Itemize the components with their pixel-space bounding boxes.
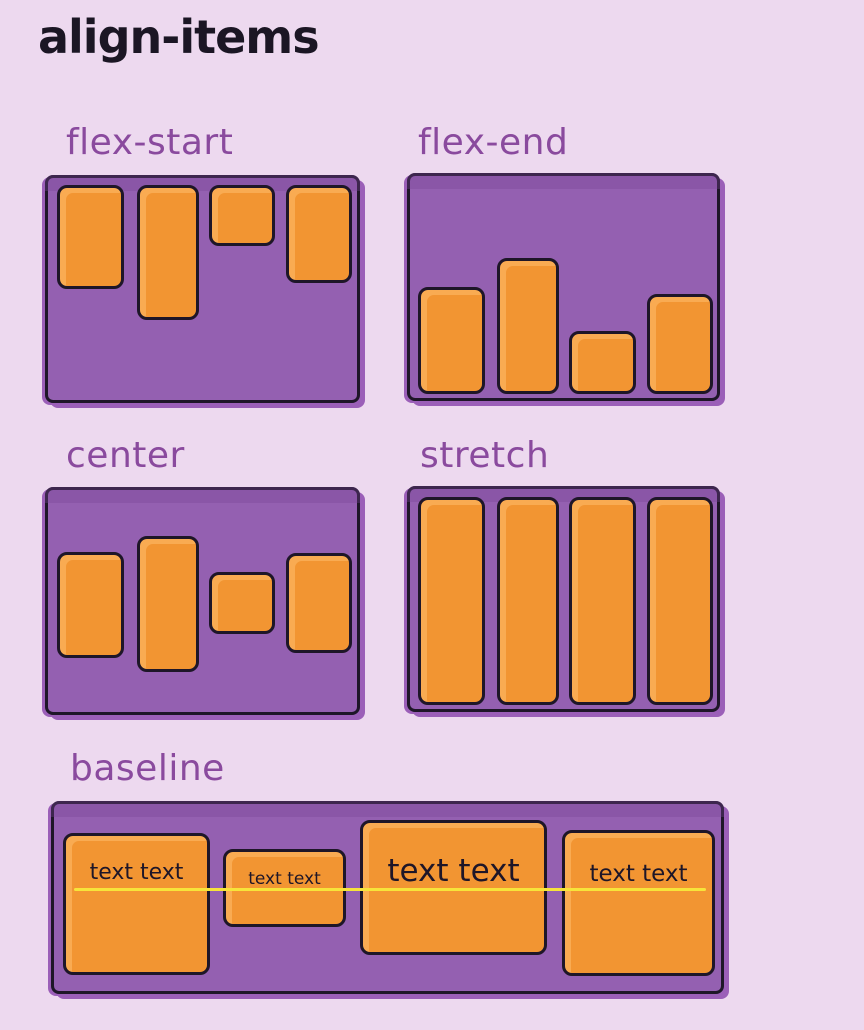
container-flex-start <box>45 175 360 403</box>
label-baseline: baseline <box>70 748 225 789</box>
flex-item <box>209 185 275 246</box>
flex-item <box>137 185 199 320</box>
container-center <box>45 487 360 715</box>
flex-item <box>286 185 352 283</box>
flex-item <box>569 331 636 394</box>
item-text: text text <box>387 853 520 889</box>
item-text: text text <box>248 869 321 889</box>
flex-item <box>418 287 485 394</box>
flex-item <box>497 497 559 705</box>
flex-item: text text <box>63 833 210 975</box>
page-title: align-items <box>38 10 320 64</box>
label-center: center <box>66 435 185 476</box>
flex-item <box>497 258 559 394</box>
flex-item <box>418 497 485 705</box>
container-flex-end <box>407 173 720 401</box>
label-flex-end: flex-end <box>418 122 569 163</box>
item-text: text text <box>589 861 688 887</box>
flex-item <box>647 294 713 394</box>
label-stretch: stretch <box>420 435 550 476</box>
flex-item <box>647 497 713 705</box>
flex-item: text text <box>562 830 715 976</box>
label-flex-start: flex-start <box>66 122 234 163</box>
flex-item <box>209 572 275 634</box>
flex-item: text text <box>360 820 547 955</box>
flex-item <box>57 185 124 289</box>
flex-item <box>569 497 636 705</box>
baseline-line <box>74 888 706 891</box>
flex-item <box>286 553 352 653</box>
container-baseline: text text text text text text text text <box>51 801 724 994</box>
container-stretch <box>407 486 720 712</box>
flex-item <box>137 536 199 672</box>
flex-item <box>57 552 124 658</box>
item-text: text text <box>89 860 184 885</box>
